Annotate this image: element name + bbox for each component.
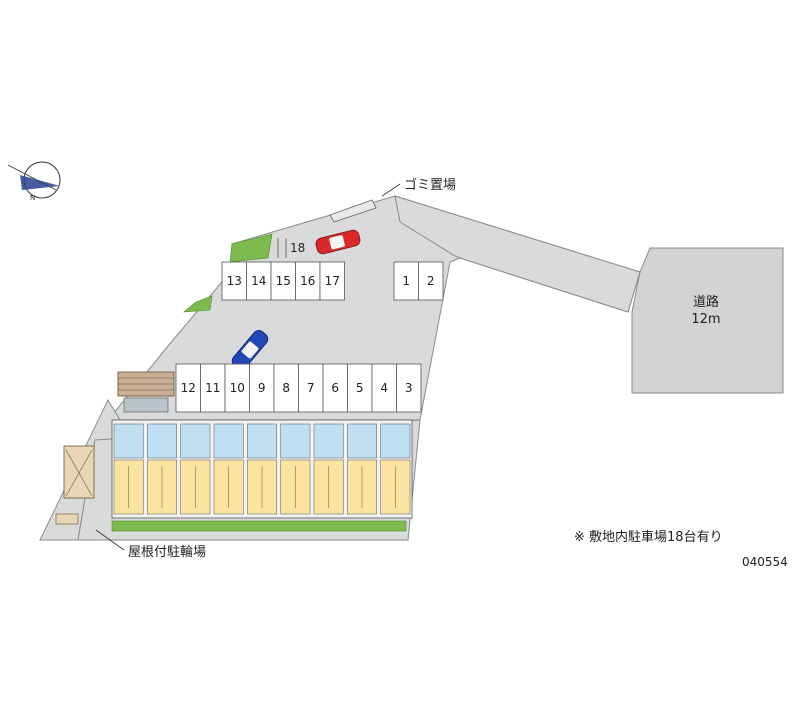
stall-number: 6 — [331, 381, 339, 395]
green-strip-west — [183, 295, 213, 313]
road-width-label: 12m — [691, 312, 720, 327]
parking-stall-18: 18 — [277, 238, 305, 258]
main-road — [631, 247, 784, 394]
unit-bath-area — [213, 423, 244, 459]
parking-stall-3: 3 — [396, 363, 422, 413]
unit-bath-area — [380, 423, 411, 459]
parking-stall-14: 14 — [246, 261, 272, 301]
bicycle-rack — [55, 513, 79, 525]
stall-number: 17 — [325, 274, 340, 288]
parking-stall-15: 15 — [270, 261, 296, 301]
stall-outline — [249, 363, 275, 413]
stall-outline — [246, 261, 272, 301]
stall-number: 3 — [405, 381, 413, 395]
unit-bath-area — [113, 423, 144, 459]
stall-outline — [270, 261, 296, 301]
stall-number: 16 — [300, 274, 315, 288]
red-car-icon — [315, 229, 361, 255]
parking-stall-10: 10 — [224, 363, 250, 413]
stall-number: 12 — [181, 381, 196, 395]
parking-stall-5: 5 — [347, 363, 373, 413]
stall-number: 13 — [227, 274, 242, 288]
bicycle-shelter — [63, 445, 95, 499]
green-strip-south — [111, 520, 407, 532]
stall-number: 4 — [380, 381, 388, 395]
unit-bath-area — [313, 423, 344, 459]
unit-bath-area — [280, 423, 311, 459]
north-arrow-icon: N — [7, 161, 61, 202]
stall-outline — [393, 261, 419, 301]
parking-stall-6: 6 — [322, 363, 348, 413]
parking-stall-7: 7 — [298, 363, 324, 413]
svg-text:N: N — [30, 194, 35, 202]
road-name-label: 道路 — [693, 294, 719, 310]
stall-outline — [418, 261, 444, 301]
stall-outline — [371, 363, 397, 413]
parking-stall-13: 13 — [221, 261, 247, 301]
stall-outline — [224, 363, 250, 413]
stall-outline — [396, 363, 422, 413]
apartment-building — [111, 419, 413, 519]
parking-stall-4: 4 — [371, 363, 397, 413]
unit-bath-area — [247, 423, 277, 459]
unit-bath-area — [347, 423, 377, 459]
stall-number: 15 — [276, 274, 291, 288]
stall-outline — [322, 363, 348, 413]
stall-number: 8 — [282, 381, 290, 395]
parking-stall-8: 8 — [273, 363, 299, 413]
stall-number: 11 — [205, 381, 220, 395]
parking-stall-17: 17 — [319, 261, 345, 301]
stall-number: 5 — [356, 381, 364, 395]
parking-stall-16: 16 — [295, 261, 321, 301]
parking-stall-12: 12 — [175, 363, 201, 413]
stall-number: 10 — [230, 381, 245, 395]
stall-outline — [175, 363, 201, 413]
green-strip-north — [229, 233, 273, 263]
stall-outline — [298, 363, 324, 413]
unit-bath-area — [180, 423, 211, 459]
stall-number: 18 — [290, 241, 305, 255]
parking-note: ※ 敷地内駐車場18台有り — [574, 529, 723, 545]
parking-stall-1: 1 — [393, 261, 419, 301]
garbage-area — [329, 199, 377, 223]
parking-stall-11: 11 — [200, 363, 226, 413]
stall-number: 1 — [402, 274, 410, 288]
stall-outline — [319, 261, 345, 301]
stall-number: 7 — [307, 381, 315, 395]
unit-bath-area — [147, 423, 177, 459]
parking-stall-2: 2 — [418, 261, 444, 301]
parking-stall-9: 9 — [249, 363, 275, 413]
bicycle-label: 屋根付駐輪場 — [128, 544, 206, 560]
garbage-label: ゴミ置場 — [404, 177, 456, 193]
stall-number: 14 — [251, 274, 266, 288]
stall-number: 2 — [427, 274, 435, 288]
stall-outline — [347, 363, 373, 413]
stall-outline — [295, 261, 321, 301]
property-code: 040554 — [742, 555, 788, 569]
stall-number: 9 — [258, 381, 266, 395]
storage-annex — [123, 397, 169, 413]
